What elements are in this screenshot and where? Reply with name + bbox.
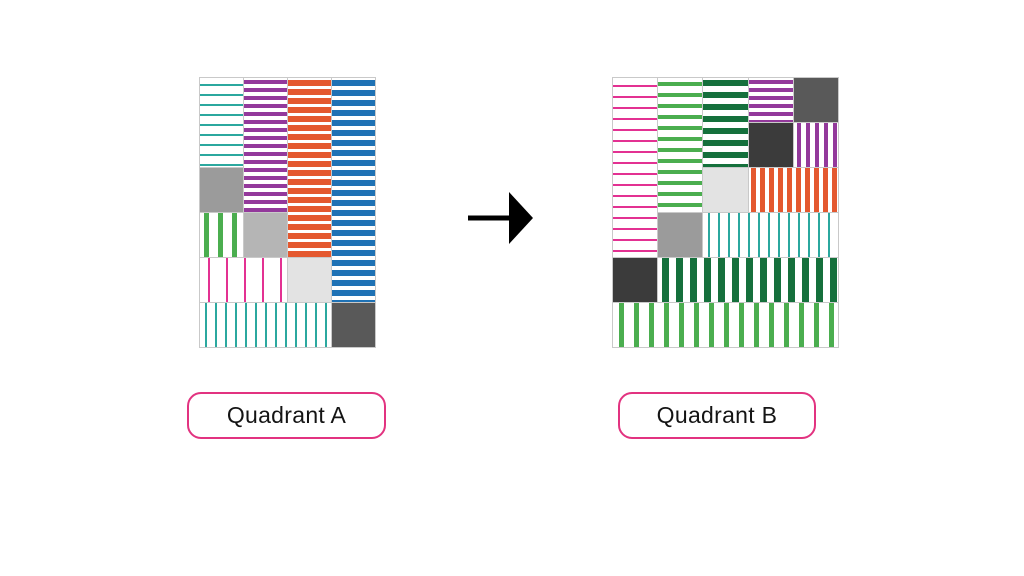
quadrant-a-pattern-grid (199, 77, 376, 348)
pattern-cell-magenta-v (200, 258, 288, 303)
pattern-cell-teal-h (200, 78, 244, 168)
pattern-cell-magenta-h (613, 78, 659, 258)
pattern-cell-gray-medium (200, 168, 244, 213)
quadrant-a-label: Quadrant A (187, 392, 386, 439)
pattern-cell-gray-darkest (613, 258, 659, 303)
pattern-cell-dkgreen-h (703, 78, 749, 168)
pattern-cell-purple-v (793, 123, 839, 168)
pattern-cell-teal-v (200, 303, 332, 348)
pattern-cell-gray-dark (793, 78, 839, 123)
pattern-cell-gray-darkest (748, 123, 794, 168)
pattern-cell-green-v (200, 213, 244, 258)
pattern-cell-green-h (658, 78, 704, 213)
pattern-cell-dkgreen-v (658, 258, 839, 303)
arrow-right-svg (468, 192, 533, 244)
pattern-cell-teal-v (703, 213, 839, 258)
pattern-cell-green-v-wide (613, 303, 839, 348)
pattern-cell-gray-light (703, 168, 749, 213)
quadrant-b-pattern-grid (612, 77, 839, 348)
quadrant-b-label-text: Quadrant B (656, 402, 778, 428)
arrow-head (509, 192, 533, 244)
pattern-cell-orange-v (748, 168, 839, 213)
arrow-right-icon (465, 190, 533, 246)
quadrant-a-label-text: Quadrant A (226, 402, 347, 428)
pattern-cell-gray-medium (658, 213, 704, 258)
pattern-cell-gray-dark (332, 303, 376, 348)
pattern-cell-gray-silver (244, 213, 288, 258)
pattern-cell-purple-h (244, 78, 288, 213)
pattern-cell-orange-h (288, 78, 332, 258)
quadrant-b-label: Quadrant B (618, 392, 816, 439)
pattern-cell-gray-light (288, 258, 332, 303)
pattern-cell-blue-h (332, 78, 376, 303)
pattern-cell-purple-h (748, 78, 794, 123)
